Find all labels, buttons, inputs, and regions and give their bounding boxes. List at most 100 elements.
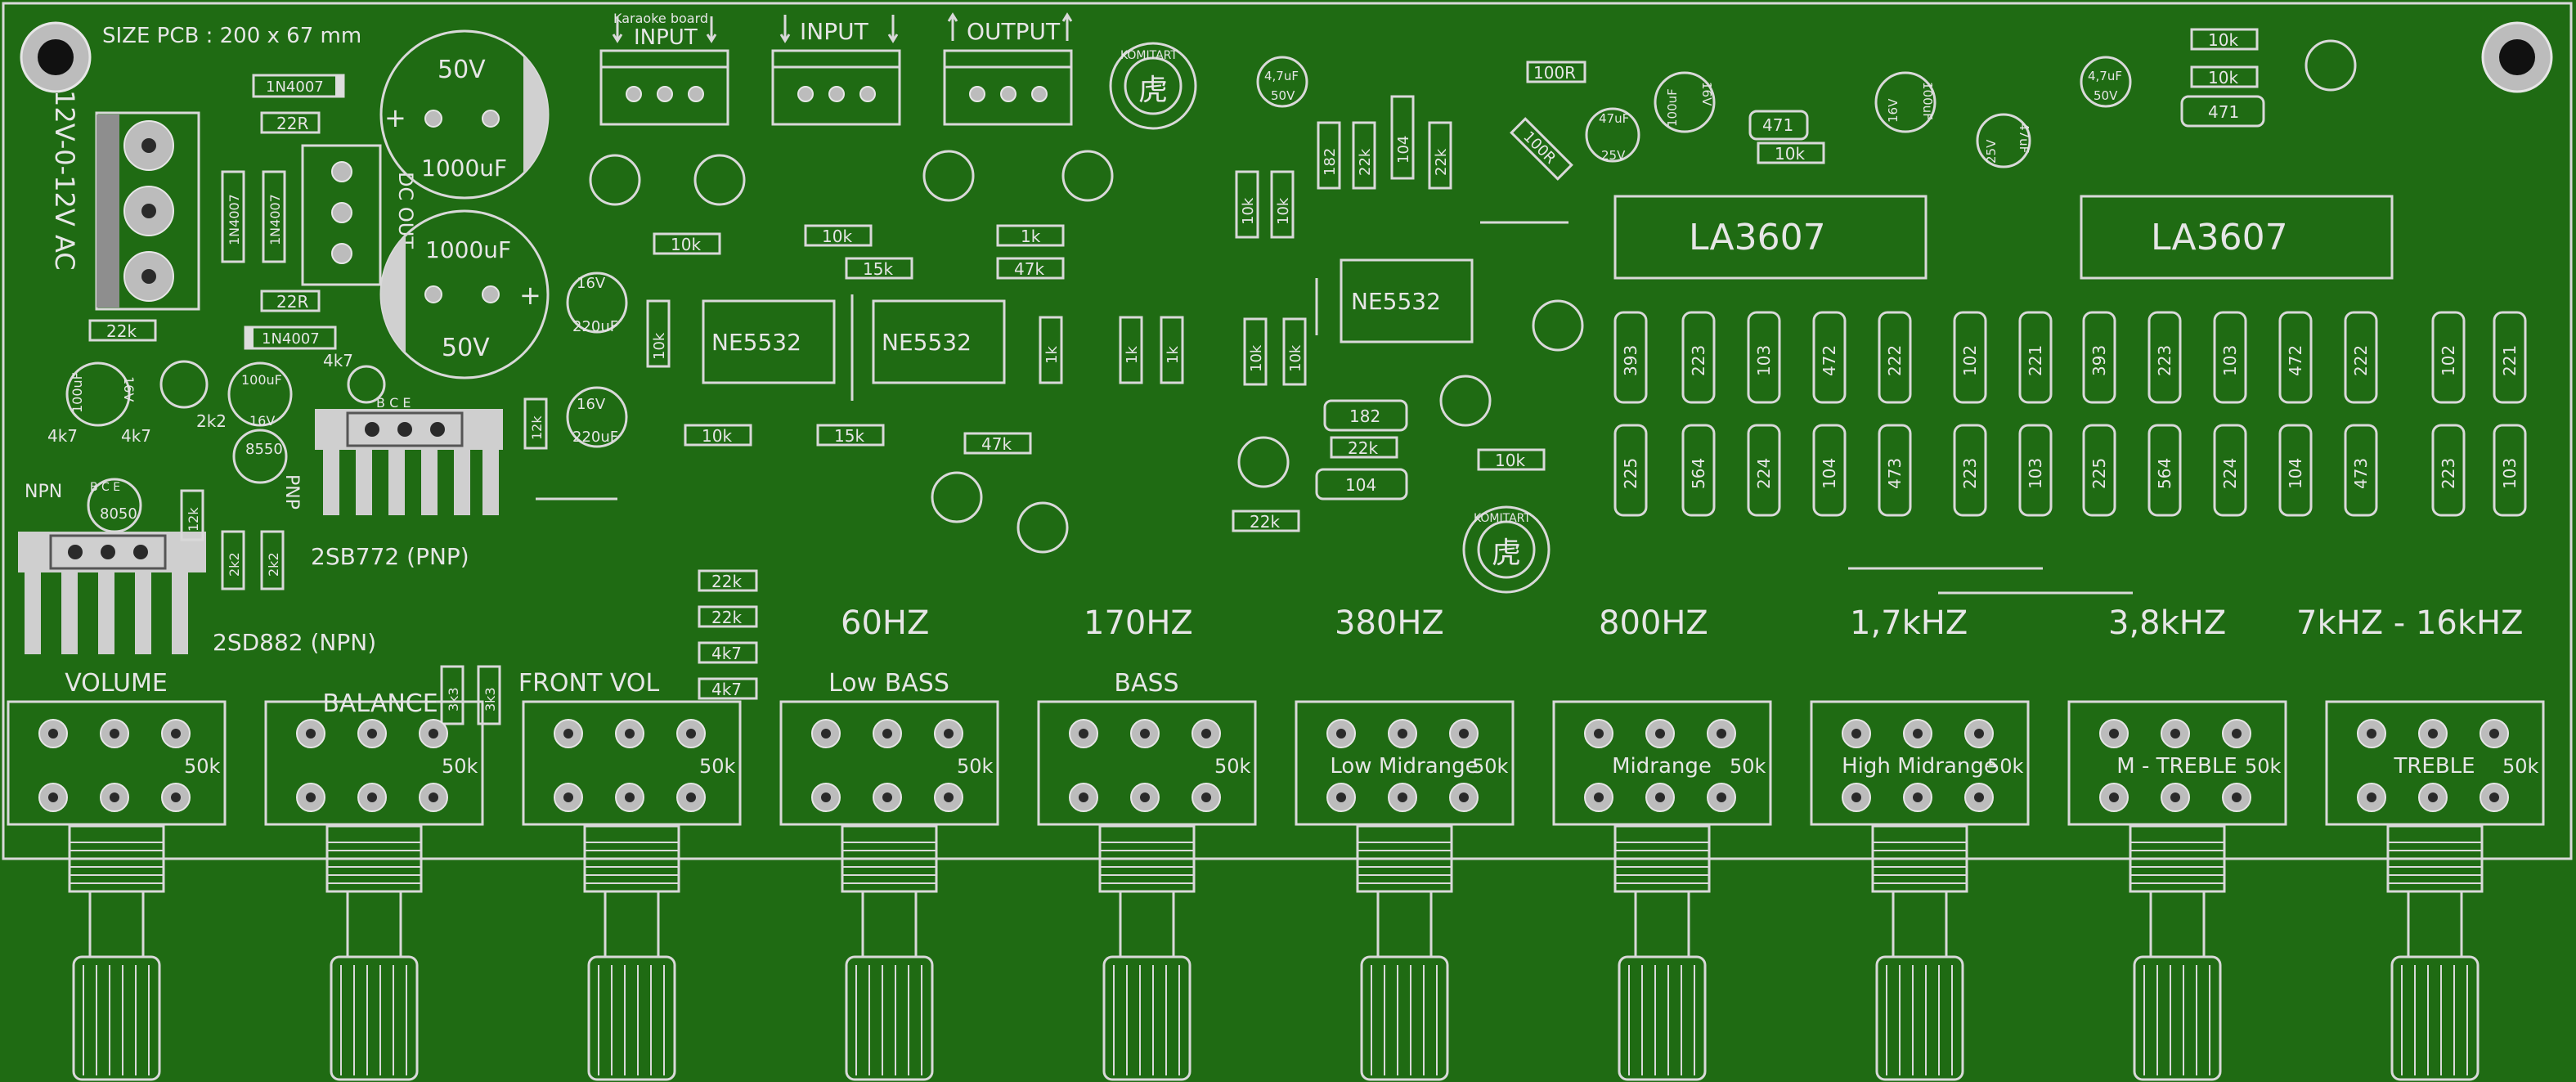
capacitor-220uf-b: 16V 220uF [566,386,628,448]
capacitor-value-label: 473 [2351,458,2371,489]
trim-pad-2 [347,365,386,404]
resistor-label: 4k7 [711,644,742,663]
capacitor-value-label: 102 [2439,345,2458,376]
input-label-2: INPUT [800,18,869,45]
capacitor-value-label: 103 [2026,458,2045,489]
resistor-label: 471 [2208,102,2239,122]
resistor-12k-b: 12k [523,397,548,450]
cap-voltage: 16V [121,376,137,402]
capacitor-value-label: 564 [1689,458,1708,489]
pot-hole [2109,729,2119,739]
heatsink-2sd882: 2SD882 (NPN) [18,532,376,656]
resistor-label: 15k [863,259,893,279]
cap-value: 220uF [572,318,618,335]
resistor-label: 10k [1240,197,1257,225]
capacitor-value-label: 103 [1754,345,1774,376]
resistor-label: 182 [1322,148,1339,176]
resistor-22k-b: 22k [1330,436,1398,459]
cap-value: 100uF [241,372,282,388]
pot-hole [171,792,181,802]
ic-label: LA3607 [1689,217,1826,258]
cap-value: 1000uF [421,155,507,182]
pot-value: 50k [442,755,478,778]
transistor-label: 8550 [245,441,283,458]
cap-voltage: 16V [1886,98,1901,123]
resistor-100r-a: 100R [1526,61,1586,83]
diode-1n4007-v2: 1N4007 [262,170,286,263]
pot-hole [2367,729,2376,739]
capacitor-value-label: 225 [2089,458,2109,489]
film-capacitor: 564 [2147,424,2182,517]
capacitor-value-label: 393 [1621,345,1640,376]
pot-hole [1913,729,1923,739]
pot-hole [821,729,831,739]
film-capacitor: 472 [1812,311,1847,404]
cap-voltage: 25V [1984,139,1999,164]
film-capacitor: 223 [1681,311,1716,404]
film-capacitor: 221 [2493,311,2527,404]
ac-terminal-block: 12V-0-12V AC [49,90,200,311]
capacitor-value-label: 222 [1885,345,1905,376]
pot-hole [367,792,377,802]
capacitor-value-label: 224 [1754,458,1774,489]
resistor-label: 104 [1395,136,1412,164]
resistor-label: 22k [1433,148,1450,176]
ic-label: NE5532 [711,329,801,356]
pot-value: 50k [1987,755,2024,778]
dc-out-connector: DC OUT [301,144,417,286]
pot-hole [2428,792,2438,802]
resistor-label: 10k [651,332,668,360]
resistor-label: 47k [1014,259,1044,279]
resistor-label: 10k [702,426,732,446]
pot-hole [1140,792,1150,802]
film-capacitor: 223 [2147,311,2182,404]
pot-hole [625,792,635,802]
resistor-15k-a: 15k [845,257,913,280]
capacitor-1000uf-bottom: 1000uF 50V + [379,209,550,379]
resistor-1k-v1: 1k [1039,316,1063,384]
resistor-10k-a: 10k [653,232,721,255]
pot-label: Low BASS [828,669,949,698]
film-capacitor: 104 [1812,424,1847,517]
ic-label: NE5532 [1351,288,1441,315]
pot-value: 50k [2245,755,2282,778]
film-capacitor: 103 [1747,311,1781,404]
pot-hole [1851,792,1861,802]
capacitor-value-label: 472 [2286,345,2305,376]
mounting-hole-left [20,21,92,93]
pot-label: BASS [1114,669,1178,698]
resistor-label: 3k3 [446,687,461,712]
resistor-label: 10k [1287,344,1304,372]
pot-hole [686,729,696,739]
diode-label: 1N4007 [262,330,320,348]
diode-label: 1N4007 [266,79,324,96]
ic-ne5532-3: NE5532 [1340,258,1474,343]
pot-label: BALANCE [322,689,438,718]
cap-voltage: 50V [438,56,486,84]
band-60hz: 60HZ [841,604,929,642]
band-380hz: 380HZ [1335,604,1444,642]
connector-output: OUTPUT [943,12,1073,126]
resistor-10k-d: 10k [1757,141,1825,164]
capacitor-220uf-a: 16V 220uF [566,272,628,335]
capacitor-4u7-group: 50V 4,7uF 50V 4,7uF [589,39,2357,554]
resistor-10k-b: 10k [804,224,873,247]
resistor-22r-top: 22R [260,111,321,134]
capacitor-value-label: 224 [2220,458,2240,489]
ic-ne5532-1: NE5532 [702,299,836,384]
pot-hole [1079,792,1088,802]
pot-hole [1398,729,1407,739]
resistor-label: 22k [1250,512,1280,532]
pot-hole [2367,792,2376,802]
potentiometer[interactable]: 50k BALANCE [264,689,484,1081]
